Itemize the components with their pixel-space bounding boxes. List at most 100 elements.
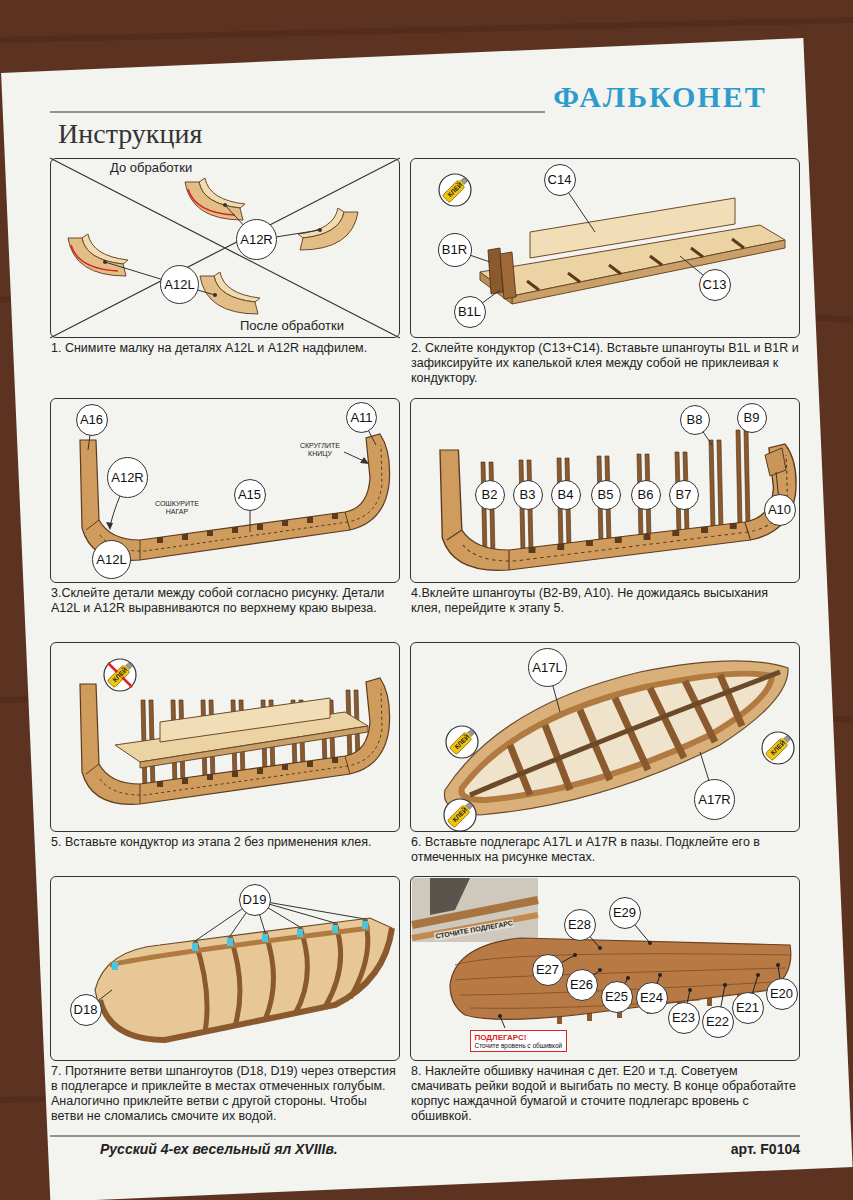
glue-icon (439, 174, 471, 206)
warning-text: Сточите вровень с обшивкой (475, 1042, 563, 1049)
keel-line (100, 928, 392, 1040)
callout-number: A17R (694, 779, 735, 820)
no-glue-mark (108, 663, 132, 687)
callout-number: B5 (591, 480, 621, 510)
note-label: СКРУГЛИТЕ КНИЦУ (295, 442, 345, 457)
callout-number: E20 (766, 978, 798, 1010)
callout-label: E20 (770, 987, 793, 1000)
callout-label: B2 (482, 488, 498, 501)
callout-number: B6 (631, 480, 661, 510)
planked-hull (450, 938, 791, 1019)
callout-number: E21 (732, 992, 764, 1024)
part-before (68, 234, 128, 276)
leader-line (548, 668, 715, 800)
inset-tool (430, 878, 470, 915)
callout-label: A16 (80, 413, 103, 426)
callout-number: B4 (551, 480, 581, 510)
step-panel: 1. Снимите малку на деталях A12L и A12R … (50, 158, 400, 338)
part-after (298, 208, 358, 250)
callout-number: A12R (236, 219, 277, 260)
callout-label: A17L (532, 661, 562, 674)
step-caption: 8. Наклейте обшивку начиная с дет. E20 и… (411, 1064, 799, 1124)
glue-icon (104, 659, 136, 691)
leader-line (455, 180, 715, 312)
callout-number: E25 (601, 981, 633, 1013)
note-label: СОШКУРИТЕ НАГАР (152, 500, 202, 515)
arrow-head (106, 457, 369, 530)
callout-label: B7 (676, 488, 692, 501)
footer-title: Русский 4-ех весельный ял XVIIIв. (100, 1142, 338, 1157)
callout-number: A15 (234, 479, 266, 511)
callout-number: D19 (239, 884, 271, 916)
stage-label: После обработки (240, 319, 344, 333)
brand-logo: ФАЛЬКОНЕТ (553, 80, 766, 113)
callout-number: B2 (475, 480, 505, 510)
frame-piece (500, 252, 516, 299)
callout-label: E25 (605, 990, 628, 1003)
callout-label: E22 (706, 1015, 729, 1028)
article-number: арт. F0104 (731, 1142, 800, 1157)
callout-number: A12R (107, 457, 148, 498)
jig-plate (160, 698, 330, 742)
step-panel: 4.Вклейте шпангоуты (B2-B9, A10). Не дож… (410, 398, 800, 583)
callout-label: E21 (736, 1001, 759, 1014)
callout-number: E24 (636, 982, 668, 1014)
leader-line (86, 900, 365, 1010)
part-before (185, 178, 245, 220)
callout-label: B1R (442, 243, 467, 256)
callout-label: B6 (638, 488, 654, 501)
warning-title: ПОДЛЕГАРС! (475, 1033, 563, 1042)
callout-number: B9 (737, 403, 767, 433)
callout-label: C13 (703, 278, 727, 291)
clamp-strip (110, 928, 370, 965)
callout-number: E23 (668, 1002, 700, 1034)
leader-line (88, 418, 376, 560)
callout-label: E28 (568, 918, 591, 931)
step-panel: 3.Склейте детали между собой согласно ри… (50, 398, 400, 583)
bow-piece (765, 448, 786, 476)
callout-label: A17R (698, 793, 731, 806)
step-panel: 7. Протяните ветви шпангоутов (D18, D19)… (50, 876, 400, 1061)
paper-sheet (1, 38, 853, 1200)
keel-line (470, 672, 780, 795)
callout-label: E24 (640, 991, 663, 1004)
callout-label: E23 (672, 1011, 695, 1024)
callout-number: E29 (609, 897, 641, 929)
step-caption: 6. Вставьте подлегарс A17L и A17R в пазы… (411, 835, 799, 865)
stage-label: До обработки (110, 161, 192, 175)
keel-assembly (440, 444, 796, 570)
callout-number: C13 (699, 269, 731, 301)
step-caption: 5. Вставьте кондуктор из этапа 2 без при… (51, 835, 399, 850)
callout-number: C14 (544, 164, 576, 196)
frames (510, 675, 742, 795)
callout-number: B7 (669, 480, 699, 510)
divider-lines (50, 158, 400, 338)
callout-number: B1R (438, 233, 472, 267)
callout-number: A10 (764, 494, 796, 526)
step-caption: 4.Вклейте шпангоуты (B2-B9, A10). Не дож… (411, 586, 799, 616)
header-rule (50, 111, 545, 112)
keel-assembly (80, 434, 390, 560)
callout-label: A12L (96, 553, 126, 566)
callout-label: E26 (570, 978, 593, 991)
callout-number: A11 (346, 402, 377, 433)
callout-label: A12R (240, 233, 273, 246)
footer-rule (50, 1136, 800, 1137)
callout-label: B5 (598, 488, 614, 501)
callout-label: C14 (548, 173, 572, 186)
step-panel: 5. Вставьте кондуктор из этапа 2 без при… (50, 642, 400, 832)
glue-marks (112, 921, 368, 970)
glue-icon (444, 799, 476, 831)
callout-label: B1L (458, 305, 481, 318)
callout-number: E27 (532, 954, 564, 986)
leader-line (105, 205, 320, 295)
callout-label: E27 (536, 963, 559, 976)
callout-label: A15 (238, 488, 261, 501)
jig-plate (530, 198, 735, 258)
callout-label: A12L (164, 278, 194, 291)
glue-icon (762, 732, 794, 764)
glue-icon (446, 726, 478, 758)
leader-line (500, 913, 782, 1028)
step-panel: 8. Наклейте обшивку начиная с дет. E20 и… (410, 876, 800, 1061)
hull-side-view (95, 918, 392, 1040)
